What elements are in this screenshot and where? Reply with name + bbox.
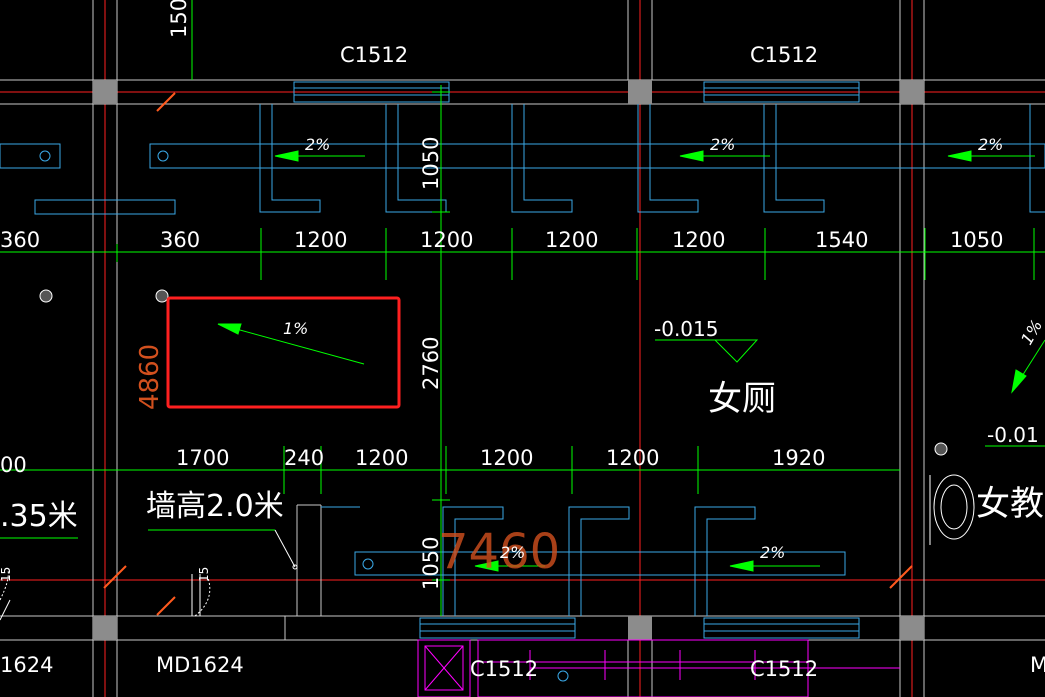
window-label: C1512	[470, 657, 538, 681]
room-depth-text: 4860	[135, 344, 165, 410]
dim-lower: 240	[284, 446, 324, 470]
window-label: C1512	[750, 43, 818, 67]
dim-upper: 1200	[672, 228, 725, 252]
room-name: 女教师	[976, 484, 1045, 524]
slope-label: 2%	[760, 543, 785, 562]
small-dim: 15	[197, 567, 211, 582]
floor-drains	[39, 289, 948, 456]
slope-label: 2%	[710, 135, 735, 154]
slope-arrows	[217, 150, 1045, 572]
slope-label: 1%	[1017, 317, 1045, 348]
drain	[362, 558, 374, 570]
drain	[557, 670, 569, 682]
floor-drain	[934, 442, 948, 456]
column	[628, 616, 652, 640]
floor-drain	[39, 289, 53, 303]
floor-drain	[155, 289, 169, 303]
dim-lower: 1200	[355, 446, 408, 470]
dim-lower: 1200	[480, 446, 533, 470]
dimension-text: 150	[167, 0, 191, 38]
dimension-text: 1050	[419, 137, 443, 190]
dimension-text: 2760	[419, 337, 443, 390]
small-dim: 15	[0, 567, 13, 582]
dimension-text: 1050	[419, 537, 443, 590]
door-symbols	[0, 569, 211, 621]
dim-lower: 1200	[606, 446, 659, 470]
door-label: M	[1030, 653, 1045, 677]
dim-lower: 1700	[176, 446, 229, 470]
text-labels: C1512 C1512 C1512 C1512 1624 MD1624 M 15…	[0, 0, 1045, 681]
slope-label: 2%	[978, 135, 1003, 154]
room-width-text: 7460	[438, 524, 560, 580]
wall-note: 墙高2.0米	[146, 489, 284, 524]
wash-basin	[929, 474, 975, 545]
room-name: 女厕	[708, 379, 776, 419]
slope-label: 2%	[500, 543, 525, 562]
door-label: 1624	[0, 653, 53, 677]
leaders	[274, 529, 298, 570]
dim-upper: 360	[160, 228, 200, 252]
window-label: C1512	[340, 43, 408, 67]
dim-upper: 1540	[815, 228, 868, 252]
windows	[293, 81, 860, 639]
dimension-lines	[0, 0, 1045, 616]
column	[900, 80, 924, 104]
dim-upper: 1200	[545, 228, 598, 252]
columns	[93, 80, 924, 640]
dim-upper: 1200	[420, 228, 473, 252]
elevation-label: -0.015	[654, 317, 718, 341]
dim-lower: 1920	[772, 446, 825, 470]
highlight-box	[166, 296, 401, 409]
drain	[39, 150, 51, 162]
drain	[157, 150, 169, 162]
dim-upper: 360	[0, 228, 40, 252]
dim-upper: 1200	[294, 228, 347, 252]
slash-marks	[103, 92, 913, 616]
slope-label: 2%	[305, 135, 330, 154]
column	[900, 616, 924, 640]
dim-lower: 00	[0, 453, 27, 477]
column	[93, 616, 117, 640]
magenta-symbols	[417, 639, 900, 697]
window-label: C1512	[750, 657, 818, 681]
slope-label: 1%	[283, 319, 308, 338]
elevation-label: -0.01	[987, 423, 1039, 447]
door-label: MD1624	[156, 653, 244, 677]
column	[93, 80, 117, 104]
column	[628, 80, 652, 104]
fixtures	[0, 104, 1045, 682]
dim-upper: 1050	[950, 228, 1003, 252]
wall-note: .35米	[0, 499, 78, 534]
